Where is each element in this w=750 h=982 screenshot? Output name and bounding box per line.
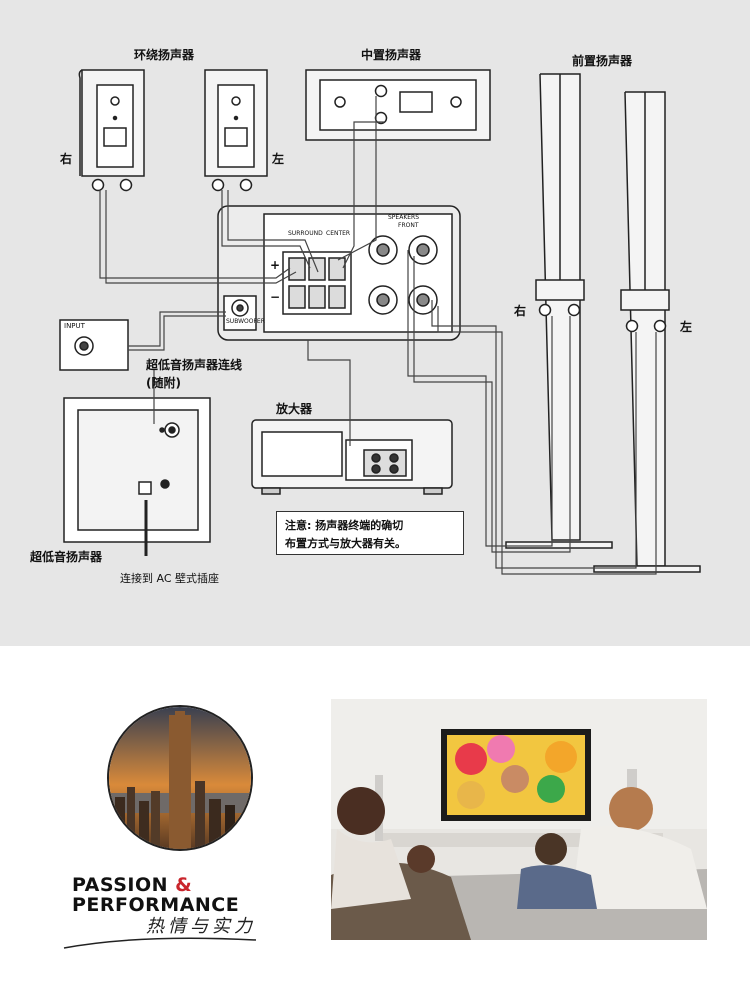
city-skyline-image (107, 705, 253, 851)
subwoofer-input-box (59, 319, 129, 371)
label-sub-cable: 超低音扬声器连线 (146, 358, 243, 372)
label-front-tag: FRONT (398, 222, 419, 229)
label-plus: + (270, 258, 281, 272)
connection-diagram: 环绕扬声器 中置扬声器 前置扬声器 右 左 右 左 超低音扬声器连线 (随附) … (0, 0, 750, 646)
label-sub-cable-included: (随附) (146, 376, 181, 390)
brand-passion: PASSION & (72, 874, 192, 896)
label-minus: − (270, 290, 281, 304)
living-room-photo (331, 699, 707, 940)
wiring-illustration (59, 69, 701, 575)
note-line-2: 布置方式与放大器有关。 (285, 537, 406, 550)
label-amplifier: 放大器 (276, 402, 313, 416)
surround-speaker-right (78, 69, 145, 177)
signature-swash (63, 937, 257, 949)
label-surround-speakers: 环绕扬声器 (134, 48, 195, 62)
brand-ampersand: & (175, 874, 193, 896)
label-left-front: 左 (680, 320, 693, 334)
label-center-tag: CENTER (326, 230, 351, 237)
note-box: 注意: 扬声器终端的确切 布置方式与放大器有关。 (276, 511, 464, 555)
note-line-1: 注意: 扬声器终端的确切 (285, 519, 404, 532)
label-surround-tag: SURROUND (288, 230, 323, 237)
surround-speaker-left (204, 69, 268, 177)
brand-passion-text: PASSION (72, 874, 169, 896)
label-front-speakers: 前置扬声器 (572, 54, 633, 68)
label-ac-outlet: 连接到 AC 壁式插座 (120, 572, 220, 585)
label-center-speaker: 中置扬声器 (361, 48, 422, 62)
label-speakers-tag: SPEAKERS (388, 214, 420, 221)
speaker-cables (99, 96, 657, 575)
label-input: INPUT (64, 322, 85, 330)
label-subwoofer: 超低音扬声器 (30, 550, 103, 564)
brand-performance: PERFORMANCE (72, 894, 240, 916)
label-right-surround: 右 (60, 152, 73, 166)
brand-script: 热情与实力 (146, 916, 256, 937)
center-speaker (305, 69, 491, 141)
label-right-front: 右 (514, 304, 527, 318)
label-left-surround: 左 (272, 152, 285, 166)
subwoofer (63, 397, 211, 556)
label-subwoofer-tag: SUBWOOFER (226, 318, 265, 325)
amplifier-unit (251, 419, 453, 495)
